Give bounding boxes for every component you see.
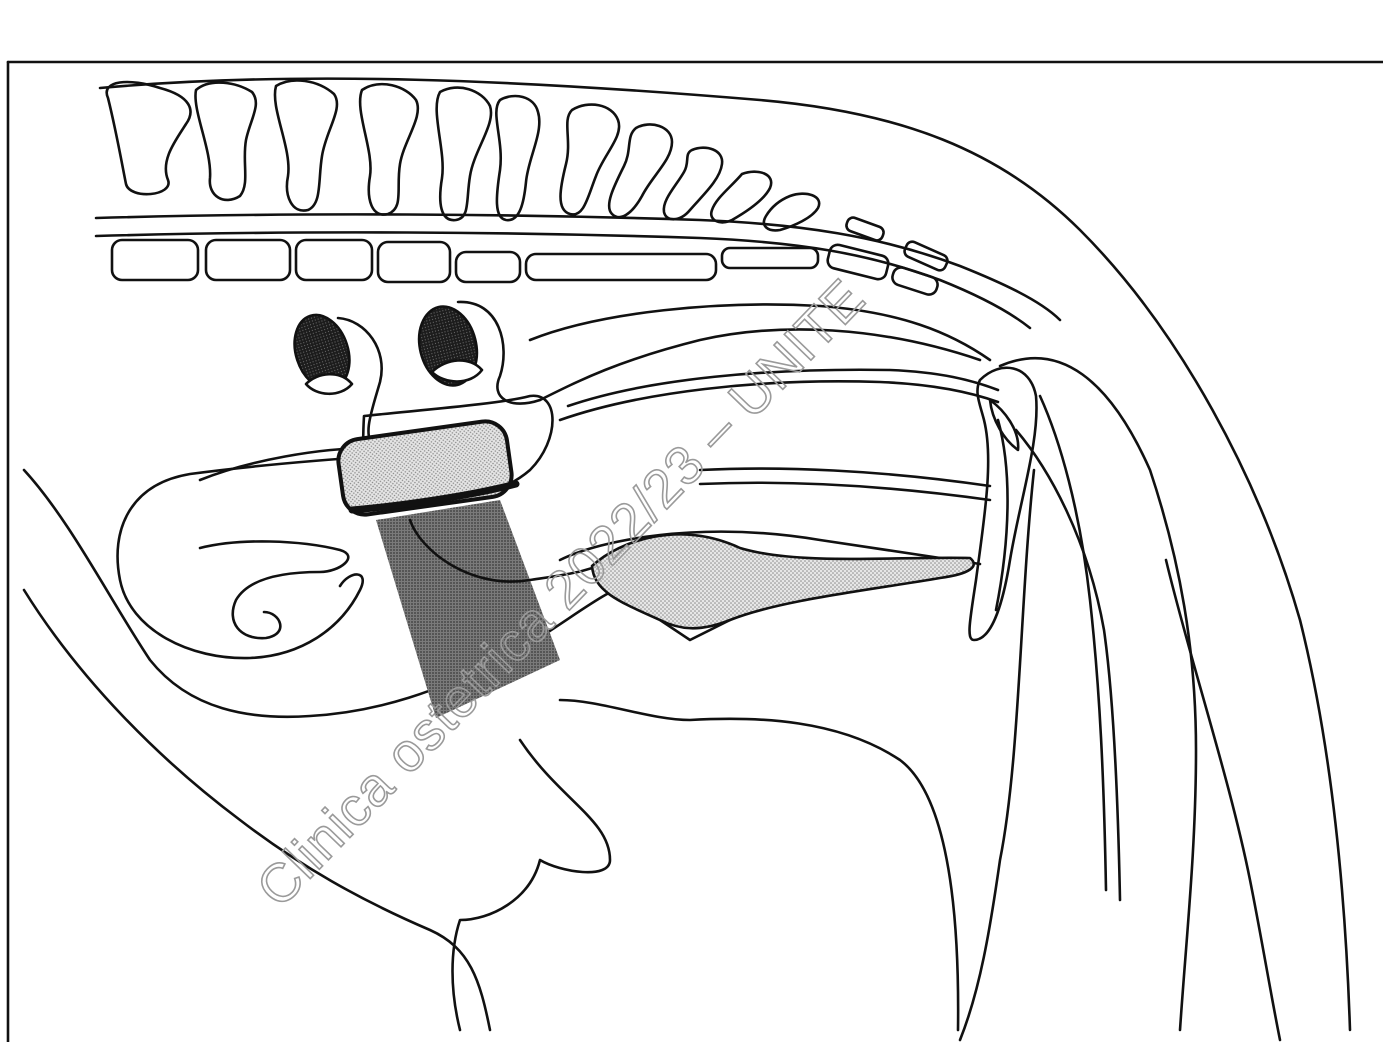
bladder bbox=[592, 534, 974, 628]
spinous-process bbox=[609, 124, 672, 217]
spinous-process bbox=[496, 96, 539, 220]
vertebral-body bbox=[112, 240, 198, 280]
vertebral-body bbox=[722, 248, 818, 268]
spinous-process bbox=[360, 84, 418, 214]
spinous-process bbox=[195, 83, 255, 200]
ovary-opening bbox=[306, 374, 352, 394]
vertebral-body bbox=[456, 252, 520, 282]
rectum-lower-2 bbox=[700, 483, 990, 500]
vertebral-body bbox=[206, 240, 290, 280]
intestine-loop-inner bbox=[200, 541, 348, 638]
udder-curve bbox=[453, 740, 611, 1030]
vertebral-body bbox=[526, 254, 716, 280]
vertebral-body bbox=[378, 242, 450, 282]
spinous-process bbox=[275, 80, 337, 210]
spinous-process bbox=[711, 172, 771, 223]
spinous-process bbox=[107, 82, 191, 194]
spinous-process bbox=[437, 88, 491, 221]
vertebral-body bbox=[296, 240, 372, 280]
spinous-processes bbox=[107, 80, 819, 230]
udder-outline bbox=[560, 700, 958, 1030]
tail-inner bbox=[1040, 396, 1106, 890]
vertebral-body bbox=[903, 240, 950, 273]
spinal-canal-upper bbox=[96, 214, 1060, 320]
hind-leg-front bbox=[960, 470, 1034, 1040]
hind-leg-back bbox=[1166, 560, 1280, 1040]
vulva-lip-outer bbox=[970, 368, 1037, 640]
